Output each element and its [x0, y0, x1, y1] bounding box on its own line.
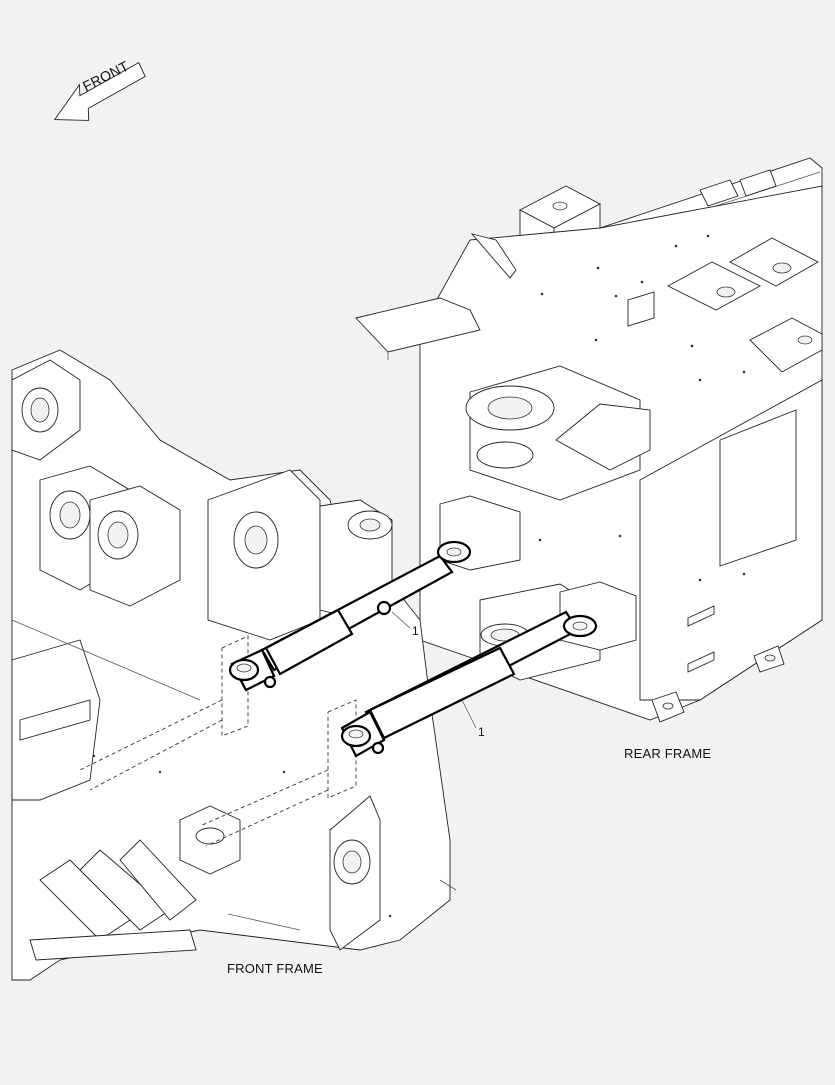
front-frame-label: FRONT FRAME — [227, 961, 323, 976]
rear-frame-label: REAR FRAME — [624, 746, 712, 761]
callout-leader-lower — [461, 699, 477, 729]
front-direction-arrow-icon — [53, 61, 146, 121]
callout-number-upper: 1 — [412, 624, 419, 638]
mounting-leader-lines — [79, 635, 357, 847]
rear-frame — [355, 157, 823, 723]
callout-number-lower: 1 — [478, 725, 485, 739]
steering-cylinder-lower — [340, 610, 598, 758]
steering-cylinder-upper — [228, 540, 472, 692]
callout-leader-upper — [391, 611, 411, 629]
